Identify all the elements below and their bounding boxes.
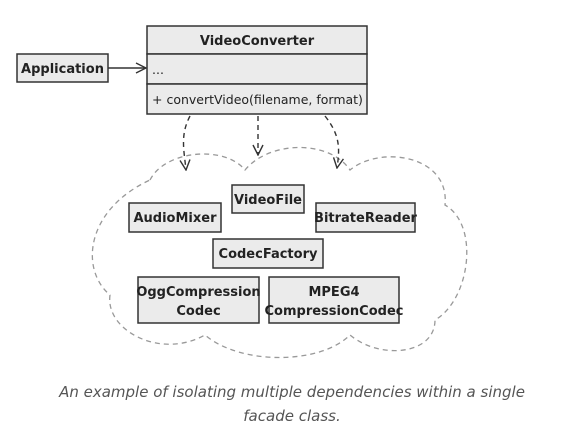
application-class: Application	[16, 53, 109, 83]
videoconverter-title: VideoConverter	[200, 34, 315, 49]
oggcompressioncodec-class: OggCompression Codec	[136, 276, 261, 324]
mpeg4compressioncodec-label-line1: MPEG4	[308, 285, 359, 300]
videofile-class: VideoFile	[231, 184, 305, 214]
videofile-label: VideoFile	[234, 193, 302, 208]
codecfactory-label: CodecFactory	[219, 247, 318, 262]
audiomixer-label: AudioMixer	[133, 211, 217, 226]
caption-line-2: facade class.	[243, 407, 341, 425]
bitratereader-class: BitrateReader	[314, 202, 418, 233]
oggcompressioncodec-label-line1: OggCompression	[136, 285, 260, 300]
codecfactory-class: CodecFactory	[212, 238, 324, 269]
videoconverter-method: + convertVideo(filename, format)	[152, 92, 363, 107]
videoconverter-class: VideoConverter ... + convertVideo(filena…	[146, 25, 368, 115]
caption-line-1: An example of isolating multiple depende…	[59, 383, 525, 401]
videoconverter-fields: ...	[152, 62, 164, 77]
audiomixer-class: AudioMixer	[128, 202, 222, 233]
application-label: Application	[21, 62, 104, 77]
mpeg4compressioncodec-class: MPEG4 CompressionCodec	[265, 276, 404, 324]
mpeg4compressioncodec-label-line2: CompressionCodec	[265, 304, 404, 319]
figure-caption: An example of isolating multiple depende…	[30, 380, 554, 428]
dependency-arrow-left	[184, 115, 191, 170]
dependency-arrow-right	[324, 115, 339, 168]
oggcompressioncodec-label-line2: Codec	[176, 304, 220, 319]
bitratereader-label: BitrateReader	[314, 211, 418, 226]
